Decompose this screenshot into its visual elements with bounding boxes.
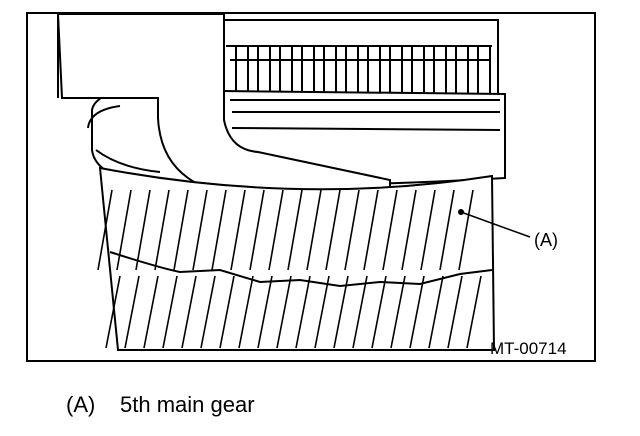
gear-tooth-lower xyxy=(352,275,368,349)
caption-key: (A) xyxy=(66,392,96,417)
gear-teeth-lower xyxy=(105,275,482,349)
gear-tooth-upper xyxy=(154,189,170,271)
gear-tooth-lower xyxy=(162,275,178,349)
gear-tooth-lower xyxy=(466,275,482,349)
gear-tooth-lower xyxy=(124,275,140,349)
gear-tooth-upper xyxy=(458,189,474,271)
gear-tooth-upper xyxy=(287,189,303,271)
gear-tooth-upper xyxy=(306,189,322,271)
gear-tooth-lower xyxy=(219,275,235,349)
gear-tooth-lower xyxy=(276,275,292,349)
caption-text: 5th main gear xyxy=(120,392,255,417)
callout-label: (A) xyxy=(534,230,558,250)
gear-tooth-upper xyxy=(135,189,151,271)
gear-tooth-upper xyxy=(401,189,417,271)
gear-tooth-lower xyxy=(409,275,425,349)
gear-tooth-upper xyxy=(363,189,379,271)
gear-tooth-lower xyxy=(200,275,216,349)
gear-tooth-upper xyxy=(249,189,265,271)
gear-tooth-lower xyxy=(371,275,387,349)
gear-tooth-lower xyxy=(105,275,121,349)
gear-tooth-crest xyxy=(109,251,493,288)
gear-tooth-upper xyxy=(344,189,360,271)
gear-tooth-upper xyxy=(230,189,246,271)
gear-tooth-upper xyxy=(116,189,132,271)
main-gear-body xyxy=(98,166,496,351)
gear-tooth-upper xyxy=(192,189,208,271)
gear-tooth-lower xyxy=(181,275,197,349)
gear-tooth-lower xyxy=(238,275,254,349)
gear-tooth-lower xyxy=(447,275,463,349)
gear-tooth-lower xyxy=(333,275,349,349)
gear-tooth-upper xyxy=(211,189,227,271)
gear-tooth-lower xyxy=(428,275,444,349)
figure-code: MT-00714 xyxy=(490,339,567,358)
gear-teeth-upper xyxy=(97,189,474,271)
gear-tooth-lower xyxy=(295,275,311,349)
callout-leader-line xyxy=(460,211,531,238)
gear-tooth-lower xyxy=(390,275,406,349)
gear-tooth-upper xyxy=(268,189,284,271)
gear-tooth-lower xyxy=(143,275,159,349)
gear-tooth-upper xyxy=(439,189,455,271)
gear-tooth-upper xyxy=(97,189,113,271)
figure-border xyxy=(26,12,596,362)
gear-tooth-lower xyxy=(314,275,330,349)
gear-tooth-upper xyxy=(173,189,189,271)
gear-tooth-upper xyxy=(420,189,436,271)
gear-tooth-upper xyxy=(382,189,398,271)
gear-tooth-upper xyxy=(325,189,341,271)
gear-tooth-lower xyxy=(257,275,273,349)
caption: (A) 5th main gear xyxy=(66,392,255,418)
